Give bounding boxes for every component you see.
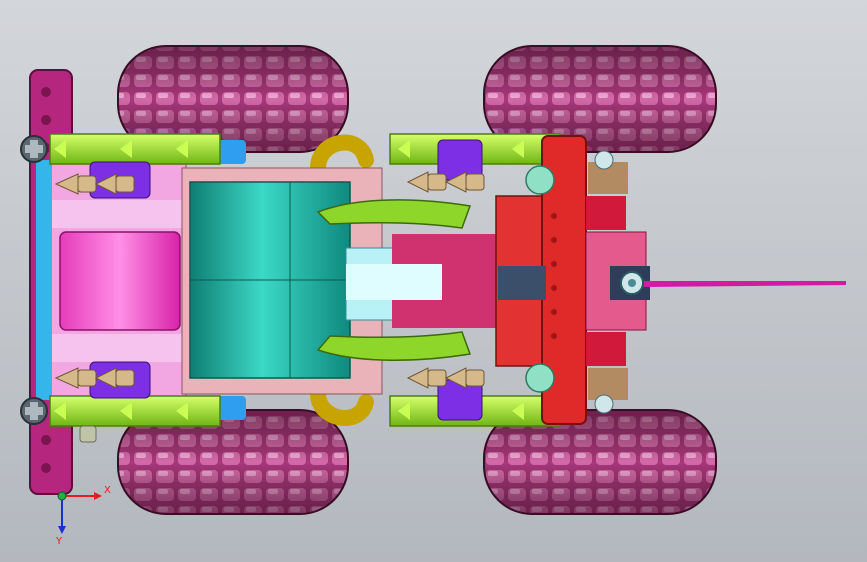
grey-pin <box>79 425 97 443</box>
tire-rear-right[interactable] <box>483 409 717 515</box>
cross-axle-cap <box>20 135 48 425</box>
green-lever[interactable] <box>316 199 472 362</box>
gears <box>525 150 614 414</box>
connector-pins <box>54 171 485 389</box>
blue-block <box>36 160 52 400</box>
antenna[interactable] <box>610 266 846 300</box>
x-axis-label: X <box>104 485 111 496</box>
tire-front-right[interactable] <box>483 45 717 153</box>
light-bar-bottom <box>52 334 182 362</box>
yellow-tube <box>310 134 374 176</box>
y-axis-arrow <box>58 526 66 534</box>
triad-origin <box>57 491 67 501</box>
yellow-tube <box>310 386 374 426</box>
center-shaft-light <box>346 264 442 300</box>
y-axis-label: Y <box>55 536 63 547</box>
light-bar-top <box>52 200 182 228</box>
magenta-center-plate <box>59 231 181 331</box>
tire-front-left[interactable] <box>117 45 349 153</box>
x-axis-arrow <box>94 492 102 500</box>
axis-triad: X Y <box>55 485 111 547</box>
tire-rear-left[interactable] <box>117 409 349 515</box>
